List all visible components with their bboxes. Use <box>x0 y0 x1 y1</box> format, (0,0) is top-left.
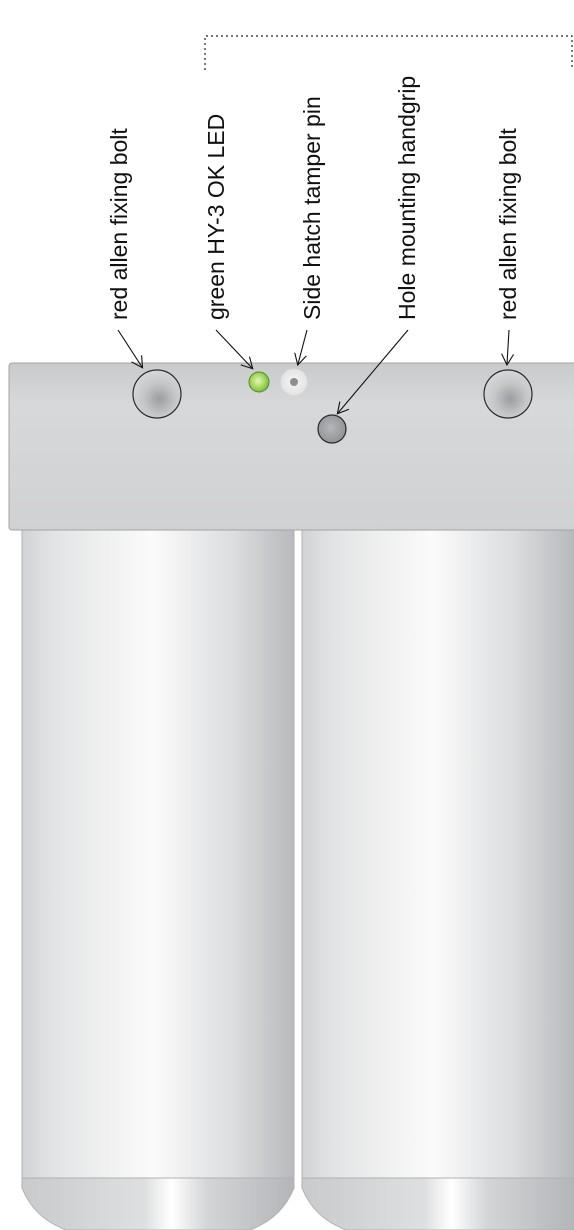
leader-right-bolt <box>501 329 515 367</box>
leader-led <box>215 329 254 370</box>
left-fixing-bolt <box>132 369 182 419</box>
label-tamper-pin: Side hatch tamper pin <box>299 96 325 320</box>
leader-tamper-pin <box>294 329 308 367</box>
label-handgrip: Hole mounting handgrip <box>394 76 420 320</box>
label-left-bolt: red allen fixing bolt <box>106 128 132 320</box>
left-cylinder <box>21 521 295 1230</box>
label-right-bolt: red allen fixing bolt <box>495 128 521 320</box>
tamper-pin <box>280 368 308 396</box>
leader-left-bolt <box>117 329 144 369</box>
mounting-handgrip-hole <box>317 414 347 444</box>
label-led: green HY-3 OK LED <box>203 114 229 320</box>
leader-handgrip <box>336 329 409 415</box>
right-cylinder <box>301 521 574 1230</box>
dotted-connector <box>204 35 573 70</box>
right-fixing-bolt <box>483 369 533 419</box>
ok-led <box>248 371 270 393</box>
